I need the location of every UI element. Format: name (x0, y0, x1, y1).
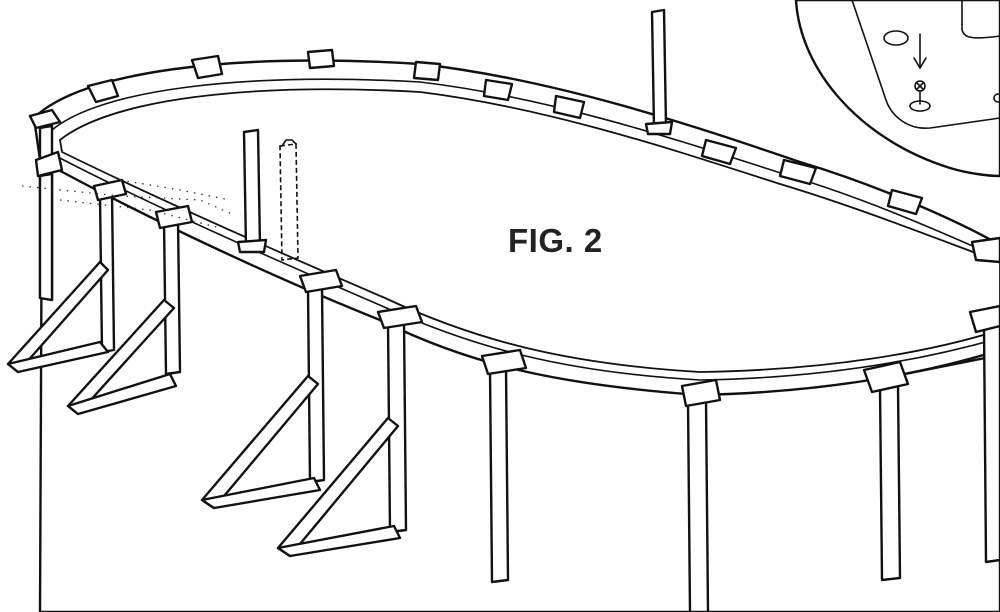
inset-plate-outline (851, 0, 1000, 129)
inset-bracket (961, 0, 1000, 39)
pool-interior (59, 88, 1000, 373)
back-uprights (236, 8, 674, 261)
inset-hole (883, 30, 909, 46)
rail-cap-blocks-back (86, 48, 1000, 264)
construction-dotted-lines (21, 179, 233, 229)
figure-label: FIG. 2 (508, 222, 603, 259)
detail-inset (794, 0, 1000, 178)
front-uprights (28, 108, 1000, 612)
buttress-supports (6, 260, 402, 558)
